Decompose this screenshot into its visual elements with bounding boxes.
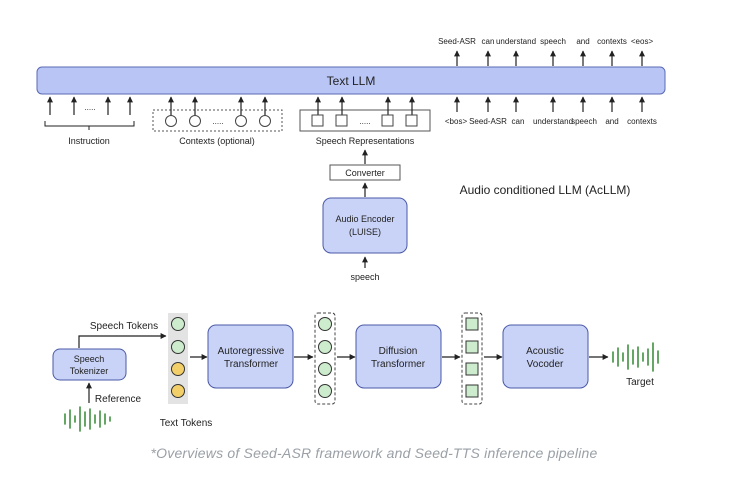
speech-repr-token: [405, 114, 418, 127]
generated-speech-token: [318, 362, 332, 376]
output-token: understand: [496, 37, 536, 46]
diffusion-transformer-block: [355, 324, 442, 389]
output-token: and: [576, 37, 589, 46]
latent-frame: [465, 384, 479, 398]
generated-speech-token: [318, 340, 332, 354]
diffusion-output-latents: [461, 312, 483, 405]
context-token: [235, 115, 247, 127]
token-column-tokens: [171, 317, 185, 398]
speech-repr-token: [335, 114, 348, 127]
input-token-labels: <bos> Seed-ASR can understand speech and…: [445, 117, 657, 126]
token-column: [168, 313, 188, 404]
text-token: [171, 384, 185, 398]
speech-tokenizer-block: [52, 348, 127, 381]
input-token: speech: [571, 117, 597, 126]
autoregressive-transformer-block: [207, 324, 294, 389]
context-token: [165, 115, 177, 127]
ar-output-token-circles: [318, 317, 332, 398]
speech-repr-dots: .....: [359, 117, 370, 126]
audio-encoder-block: [322, 197, 408, 254]
converter-label: Converter: [345, 168, 385, 178]
text-token: [171, 362, 185, 376]
figure-caption: *Overviews of Seed-ASR framework and See…: [150, 445, 598, 461]
ar-transformer-sublabel: Transformer: [224, 359, 279, 370]
latent-squares: [465, 317, 479, 398]
contexts-label: Contexts (optional): [179, 136, 255, 146]
latent-frame: [465, 317, 479, 331]
input-token: <bos>: [445, 117, 468, 126]
speech-representations-label: Speech Representations: [316, 136, 415, 146]
input-token: understand: [533, 117, 573, 126]
vocoder-label: Acoustic: [526, 346, 564, 357]
latent-frame: [465, 340, 479, 354]
text-llm-block: [36, 66, 666, 95]
output-token: can: [482, 37, 495, 46]
reference-waveform-icon: [64, 406, 111, 432]
input-token: can: [512, 117, 525, 126]
diffusion-transformer-label: Diffusion: [379, 346, 418, 357]
vocoder-sublabel: Vocoder: [527, 359, 564, 370]
context-token: [189, 115, 201, 127]
speech-repr-token: [311, 114, 324, 127]
target-waveform-icon: [612, 342, 659, 372]
speech-repr-token: [381, 114, 394, 127]
instruction-dots: .....: [84, 103, 95, 112]
speech-tokenizer-label: Speech: [74, 354, 105, 364]
output-token: contexts: [597, 37, 627, 46]
output-token: Seed-ASR: [438, 37, 476, 46]
speech-token: [171, 340, 185, 354]
output-token-labels: Seed-ASR can understand speech and conte…: [438, 37, 653, 46]
speech-repr-tokens: [311, 114, 418, 127]
context-arrows: [168, 96, 268, 115]
ar-transformer-label: Autoregressive: [218, 346, 285, 357]
instruction-brace: [44, 121, 135, 130]
contexts-group: [152, 109, 283, 132]
input-token: and: [605, 117, 618, 126]
speech-tokens-label: Speech Tokens: [90, 321, 158, 332]
input-token: contexts: [627, 117, 657, 126]
reference-label: Reference: [95, 394, 142, 405]
speech-token: [171, 317, 185, 331]
latent-frame: [465, 362, 479, 376]
target-label: Target: [626, 377, 654, 388]
text-tokens-label: Text Tokens: [160, 418, 213, 429]
input-token: Seed-ASR: [469, 117, 507, 126]
generated-speech-token: [318, 317, 332, 331]
diffusion-transformer-sublabel: Transformer: [371, 359, 426, 370]
acoustic-vocoder-block: [502, 324, 589, 389]
audio-encoder-label: Audio Encoder: [335, 214, 394, 224]
output-token: speech: [540, 37, 566, 46]
speech-repr-arrows: [315, 96, 415, 115]
ar-output-tokens: [314, 312, 336, 405]
speech-input-label: speech: [350, 272, 379, 282]
speech-tokenizer-sublabel: Tokenizer: [70, 366, 109, 376]
audio-encoder-sublabel: (LUISE): [349, 227, 381, 237]
speech-representations-group: [299, 109, 431, 132]
contexts-dots: .....: [212, 117, 223, 126]
instruction-label: Instruction: [68, 136, 110, 146]
output-arrows: [454, 50, 645, 66]
tokenizer-to-tokens-arrow: [78, 333, 167, 348]
input-arrows: [454, 96, 645, 112]
converter-block: [329, 164, 401, 181]
context-token: [259, 115, 271, 127]
instruction-arrows: [47, 96, 133, 115]
acllm-label: Audio conditioned LLM (AcLLM): [460, 183, 631, 197]
generated-speech-token: [318, 384, 332, 398]
text-llm-label: Text LLM: [327, 74, 376, 88]
output-token: <eos>: [631, 37, 654, 46]
context-tokens: [165, 115, 271, 127]
